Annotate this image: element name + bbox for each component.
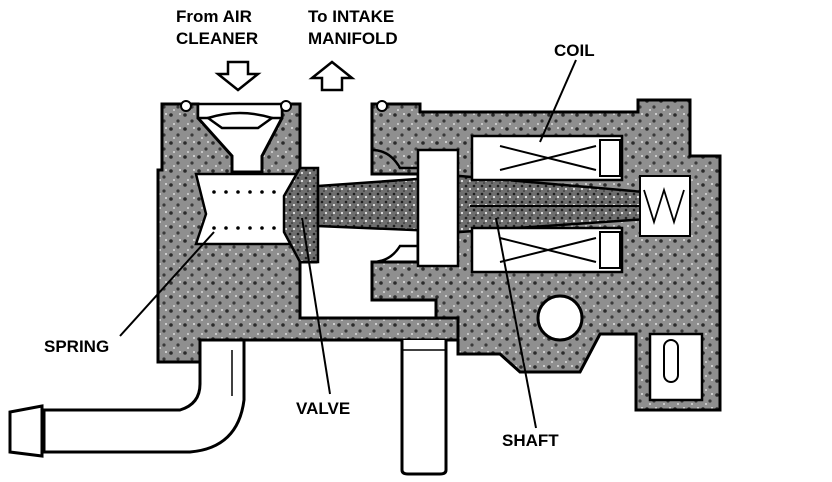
outlet-pipe [400,340,448,476]
to-label-line2: MANIFOLD [308,29,398,48]
valve-label: VALVE [296,399,350,418]
arrow-up-icon [308,60,356,92]
inlet-seat [205,111,275,130]
to-label-line1: To INTAKE [308,7,394,26]
spring-leader [119,231,215,337]
arrow-down-icon [214,60,262,92]
leader-lines [119,59,577,429]
o-ring [180,100,192,112]
valve-and-shaft [282,166,692,264]
from-label-line2: CLEANER [176,29,258,48]
labels: From AIR CLEANER To INTAKE MANIFOLD COIL… [44,7,595,450]
diaphragm [371,148,460,268]
valve-leader [301,217,331,395]
from-label-line1: From AIR [176,7,252,26]
o-ring [376,100,388,112]
mounting-hole [536,294,584,342]
o-ring [280,100,292,112]
coil-label: COIL [554,41,595,60]
coil [470,134,624,274]
coil-leader [539,59,577,143]
electrical-connector [648,332,704,402]
return-spring [639,175,691,237]
shaft-leader [495,217,537,429]
shaft-label: SHAFT [502,431,559,450]
inlet-hose [8,338,246,458]
valve [282,166,320,264]
spring-chamber [194,172,302,246]
spring [212,190,276,230]
spring-label: SPRING [44,337,109,356]
